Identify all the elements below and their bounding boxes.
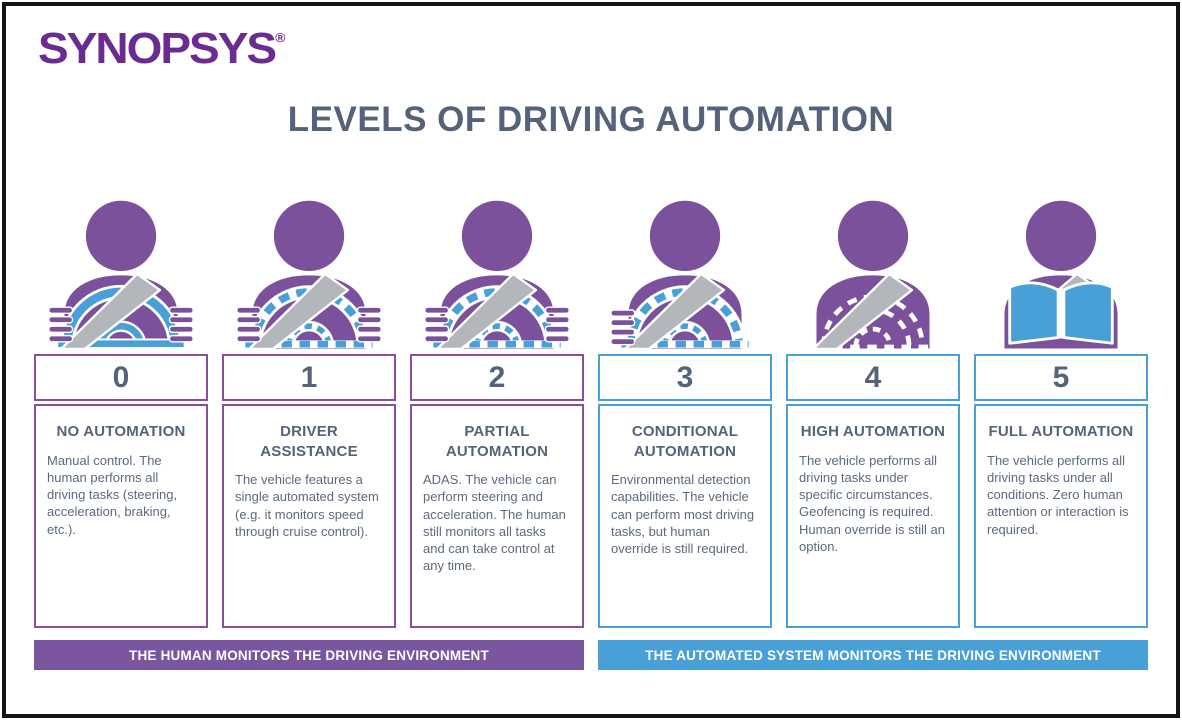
level-description: ADAS. The vehicle can perform steering a… — [423, 472, 566, 574]
level-title: DRIVER ASSISTANCE — [260, 423, 358, 460]
level-card-3: 3 CONDITIONAL AUTOMATION Environmental d… — [598, 354, 772, 628]
level-description-box: PARTIAL AUTOMATION ADAS. The vehicle can… — [410, 404, 584, 628]
level-title: FULL AUTOMATION — [988, 423, 1134, 440]
level-card-4: 4 HIGH AUTOMATION The vehicle performs a… — [786, 354, 960, 628]
automated-system-monitors-banner: THE AUTOMATED SYSTEM MONITORS THE DRIVIN… — [598, 640, 1148, 670]
page-title: LEVELS OF DRIVING AUTOMATION — [287, 100, 895, 139]
driver-wheel-dashed-icon — [410, 182, 584, 350]
banners-row: THE HUMAN MONITORS THE DRIVING ENVIRONME… — [34, 640, 1148, 670]
level-number-box: 2 — [410, 354, 584, 401]
driver-wheel-outline-icon — [786, 182, 960, 350]
passenger-reading-book-icon — [974, 182, 1148, 350]
level-number: 0 — [112, 360, 130, 394]
cards-row: 0 NO AUTOMATION Manual control. The huma… — [34, 354, 1148, 628]
level-number-box: 4 — [786, 354, 960, 401]
level-title: CONDITIONAL AUTOMATION — [631, 423, 739, 460]
level-card-1: 1 DRIVER ASSISTANCE The vehicle features… — [222, 354, 396, 628]
driver-wheel-dashed-icon — [222, 182, 396, 350]
level-card-0: 0 NO AUTOMATION Manual control. The huma… — [34, 354, 208, 628]
level-title: PARTIAL AUTOMATION — [445, 423, 549, 460]
level-number: 4 — [864, 360, 882, 394]
level-description-box: FULL AUTOMATION The vehicle performs all… — [974, 404, 1148, 628]
level-description: The vehicle features a single automated … — [235, 472, 379, 539]
level-description-box: NO AUTOMATION Manual control. The human … — [34, 404, 208, 628]
driver-wheel-solid-icon — [34, 182, 208, 350]
level-number-box: 0 — [34, 354, 208, 401]
registered-trademark: ® — [275, 29, 286, 45]
logo-text: SYNOPSYS — [38, 23, 277, 73]
level-number: 1 — [300, 360, 318, 394]
level-title: NO AUTOMATION — [56, 423, 186, 440]
level-description: Environmental detection capabilities. Th… — [611, 472, 755, 557]
level-number-box: 5 — [974, 354, 1148, 401]
level-number: 5 — [1052, 360, 1070, 394]
level-description-box: CONDITIONAL AUTOMATION Environmental det… — [598, 404, 772, 628]
level-description-box: DRIVER ASSISTANCE The vehicle features a… — [222, 404, 396, 628]
level-number-box: 1 — [222, 354, 396, 401]
level-description: The vehicle performs all driving tasks u… — [987, 452, 1129, 537]
synopsys-logo: SYNOPSYS® — [38, 26, 285, 70]
icons-row — [34, 182, 1148, 350]
driver-wheel-hand-off-icon — [598, 182, 772, 350]
level-number-box: 3 — [598, 354, 772, 401]
level-card-2: 2 PARTIAL AUTOMATION ADAS. The vehicle c… — [410, 354, 584, 628]
level-number: 3 — [676, 360, 694, 394]
level-card-5: 5 FULL AUTOMATION The vehicle performs a… — [974, 354, 1148, 628]
level-description: The vehicle performs all driving tasks u… — [799, 452, 945, 554]
level-number: 2 — [488, 360, 506, 394]
human-monitors-banner: THE HUMAN MONITORS THE DRIVING ENVIRONME… — [34, 640, 584, 670]
level-description: Manual control. The human performs all d… — [47, 452, 178, 537]
level-title: HIGH AUTOMATION — [800, 423, 946, 440]
level-description-box: HIGH AUTOMATION The vehicle performs all… — [786, 404, 960, 628]
